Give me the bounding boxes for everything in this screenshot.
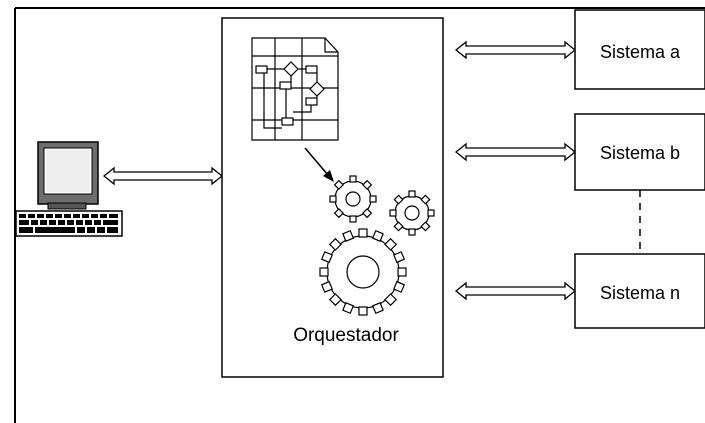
system-label-a: Sistema a (600, 42, 681, 62)
system-label-b: Sistema b (600, 143, 680, 163)
system-box-b: Sistema b (575, 114, 705, 190)
arrow-computer-orchestrator (104, 168, 222, 184)
system-box-a: Sistema a (575, 10, 705, 89)
computer-icon (16, 142, 122, 236)
arrow-orchestrator-system-n (456, 283, 575, 299)
flowchart-document-icon (252, 38, 338, 140)
orchestrator-label: Orquestador (293, 325, 399, 346)
system-label-n: Sistema n (600, 283, 680, 303)
system-box-n: Sistema n (575, 254, 705, 328)
arrow-orchestrator-system-a (456, 42, 575, 58)
arrow-orchestrator-system-b (456, 144, 575, 160)
